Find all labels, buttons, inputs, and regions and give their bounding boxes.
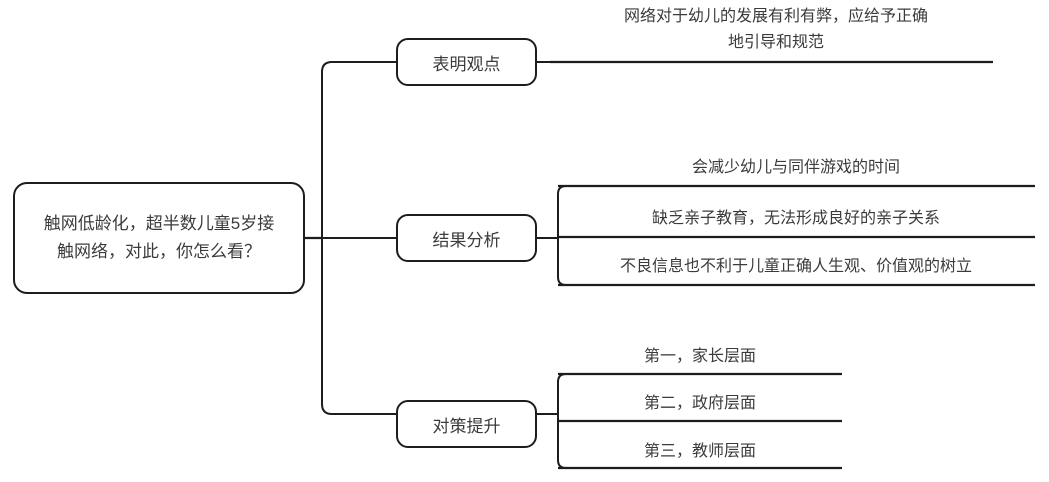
branch-node-result-analysis[interactable]: 结果分析 xyxy=(396,214,537,262)
branch-node-label: 表明观点 xyxy=(432,54,501,74)
root-node-label: 触网低龄化，超半数儿童5岁接触网络，对此，你怎么看？ xyxy=(43,214,275,261)
leaf-label[interactable]: 会减少幼儿与同伴游戏的时间 xyxy=(691,159,900,176)
branch-node-label: 对策提升 xyxy=(432,416,501,436)
leaf-label[interactable]: 缺乏亲子教育，无法形成良好的亲子关系 xyxy=(651,210,940,227)
branch-node-countermeasure[interactable]: 对策提升 xyxy=(396,400,537,448)
leaf-label[interactable]: 第三，教师层面 xyxy=(643,443,756,460)
root-node[interactable]: 触网低龄化，超半数儿童5岁接触网络，对此，你怎么看？ xyxy=(13,182,305,294)
branch-node-express-viewpoint[interactable]: 表明观点 xyxy=(396,38,537,86)
leaf-label[interactable]: 第二，政府层面 xyxy=(643,395,756,412)
connector-trunk-to-branch-2 xyxy=(321,403,396,415)
branch-node-label: 结果分析 xyxy=(432,230,501,250)
connector-trunk-to-branch-0 xyxy=(321,61,396,73)
leaf-label[interactable]: 不良信息也不利于儿童正确人生观、价值观的树立 xyxy=(619,258,972,275)
leaf-label[interactable]: 第一，家长层面 xyxy=(643,348,756,365)
leaf-label[interactable]: 网络对于幼儿的发展有利有弊，应给予正确 地引导和规范 xyxy=(623,8,928,51)
